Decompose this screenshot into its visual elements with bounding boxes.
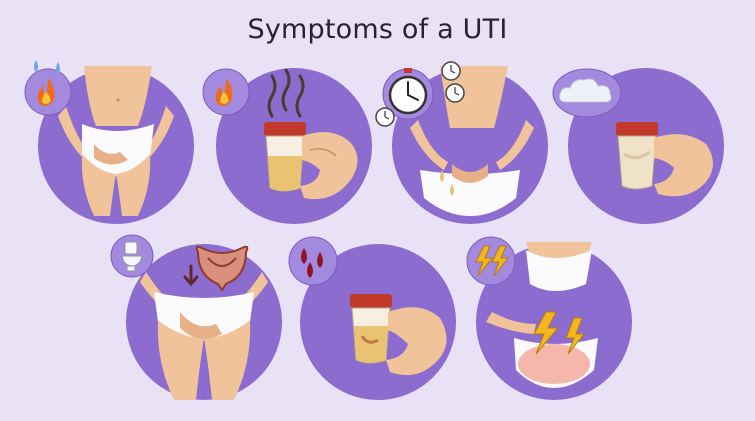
illustration-blood-urine-cup xyxy=(300,244,456,400)
panel-bladder-pressure xyxy=(110,234,284,402)
illustration-body-urgency xyxy=(392,66,548,224)
panel-cloudy-urine xyxy=(552,66,726,226)
panel-burning-urination xyxy=(24,60,196,226)
cloud-icon xyxy=(552,68,622,118)
bladder-icon xyxy=(195,245,249,292)
lightning-icon xyxy=(466,236,516,286)
panel-frequent-urination xyxy=(375,61,550,226)
illustration-urine-cup-odor xyxy=(216,68,372,224)
water-drops-icon xyxy=(34,60,60,74)
clock-icon xyxy=(441,61,461,81)
panel-strong-odor xyxy=(202,66,374,226)
panel-blood-in-urine xyxy=(288,236,458,402)
illustration-body-pressure xyxy=(126,244,282,400)
fire-icon xyxy=(24,68,72,116)
down-arrow-icon xyxy=(183,264,199,287)
fire-icon xyxy=(202,68,250,116)
clock-icon xyxy=(445,83,465,103)
illustration-body-burning xyxy=(38,66,194,224)
panel-pelvic-pain xyxy=(466,236,634,402)
fire-badge xyxy=(24,68,72,116)
page-title: Symptoms of a UTI xyxy=(247,14,508,45)
clock-icon xyxy=(375,107,395,127)
blood-drops-icon xyxy=(288,236,338,286)
stopwatch-icon xyxy=(382,68,434,120)
fire-badge-odor xyxy=(202,68,250,116)
illustration-body-pain xyxy=(476,242,632,400)
toilet-icon xyxy=(110,234,154,278)
